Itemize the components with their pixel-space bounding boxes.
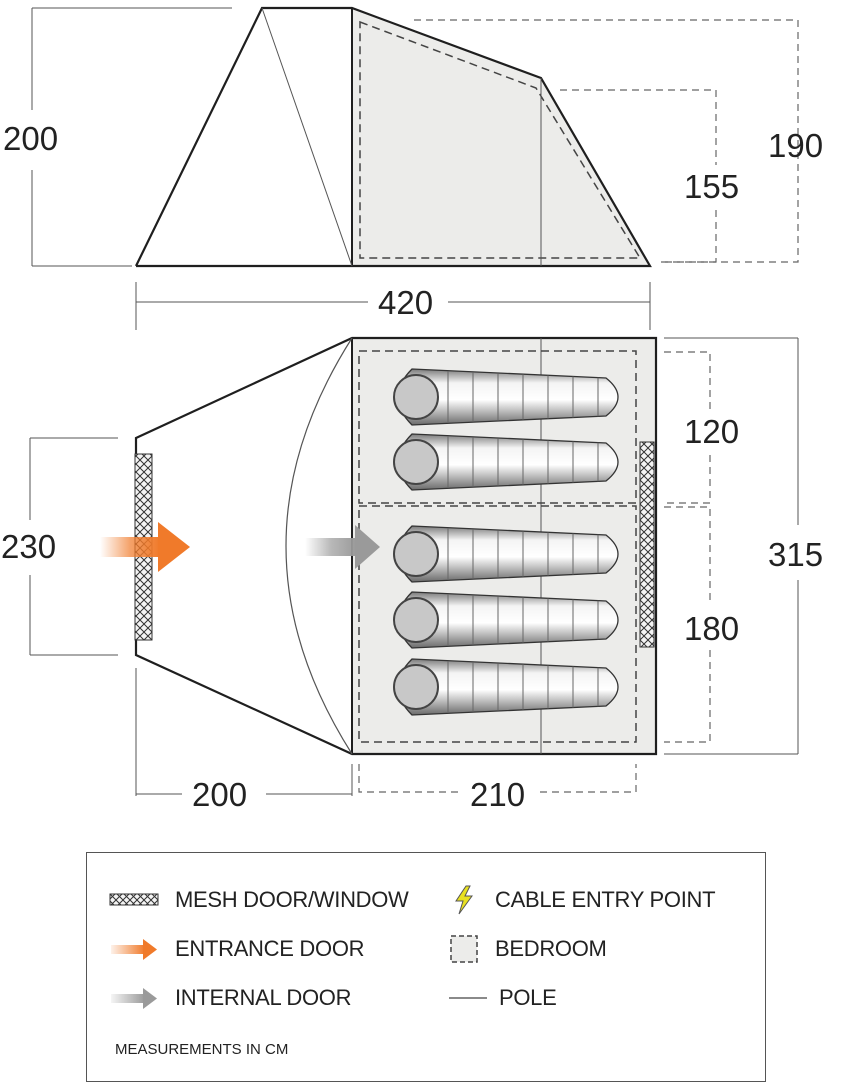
side-view: 200 190 155	[3, 6, 823, 268]
mesh-window-rear	[639, 441, 655, 648]
floor-plan: 230 315 120 180 200 210	[1, 336, 823, 813]
dim-bedroom-large-width: 180	[684, 610, 739, 647]
internal-arrow-icon	[305, 525, 380, 569]
dim-bedroom-length: 210	[470, 776, 525, 813]
bedroom-small	[358, 350, 637, 504]
sleeping-bag-icon	[393, 433, 619, 491]
sleeping-bags	[393, 368, 619, 716]
dim-line	[664, 650, 711, 743]
legend-item-internal: INTERNAL DOOR	[109, 983, 352, 1013]
dim-bedroom-small-width: 120	[684, 413, 739, 450]
legend-item-pole: POLE	[449, 983, 557, 1013]
dim-total-length: 420	[135, 282, 651, 330]
label-bg	[680, 165, 750, 205]
side-outline	[135, 6, 652, 268]
dim-side-height-inner: 155	[684, 168, 739, 205]
entrance-arrow-icon	[100, 522, 190, 572]
sleeping-bag-icon	[393, 525, 619, 583]
sleeping-bag-icon	[393, 591, 619, 649]
dim-line	[664, 455, 711, 504]
legend-label-mesh: MESH DOOR/WINDOW	[175, 887, 409, 912]
porch-pole	[285, 337, 353, 755]
legend-label-entrance: ENTRANCE DOOR	[175, 936, 365, 961]
dim-entrance-width: 230	[1, 528, 56, 565]
side-bedroom-dashed	[359, 20, 642, 259]
mesh-icon	[109, 885, 159, 915]
side-front-pole	[261, 7, 353, 267]
legend-item-mesh: MESH DOOR/WINDOW	[109, 885, 409, 915]
lightning-icon	[449, 885, 479, 915]
dashed-box-icon	[449, 934, 479, 964]
dim-line	[358, 764, 462, 793]
legend: MESH DOOR/WINDOW ENTRANCE DOOR INTERNAL …	[86, 852, 766, 1082]
bedroom-large	[358, 505, 637, 743]
dim-total-width: 315	[768, 536, 823, 573]
measurement-note: MEASUREMENTS IN CM	[115, 1041, 289, 1058]
orange-arrow-icon	[109, 934, 159, 964]
legend-item-entrance: ENTRANCE DOOR	[109, 934, 365, 964]
sleeping-bag-icon	[393, 658, 619, 716]
legend-label-cable: CABLE ENTRY POINT	[495, 887, 716, 912]
dim-line	[414, 19, 799, 263]
side-bedroom-fill	[352, 8, 650, 266]
legend-label-pole: POLE	[499, 985, 557, 1010]
dim-line	[540, 764, 637, 793]
dim-line	[664, 351, 711, 410]
grey-arrow-icon	[109, 983, 159, 1013]
legend-item-cable: CABLE ENTRY POINT	[449, 885, 716, 915]
line-icon	[449, 983, 489, 1013]
legend-label-internal: INTERNAL DOOR	[175, 985, 352, 1010]
legend-label-bedroom: BEDROOM	[495, 936, 607, 961]
dim-side-height-front: 200	[3, 120, 58, 157]
sleeping-bag-icon	[393, 368, 619, 426]
dim-total-length-label: 420	[378, 284, 433, 321]
tent-floorplan-diagram: 200 190 155 420	[1, 6, 823, 813]
dim-line	[664, 506, 711, 605]
legend-item-bedroom: BEDROOM	[449, 934, 607, 964]
dim-porch-length: 200	[192, 776, 247, 813]
dim-side-height-rear: 190	[768, 127, 823, 164]
